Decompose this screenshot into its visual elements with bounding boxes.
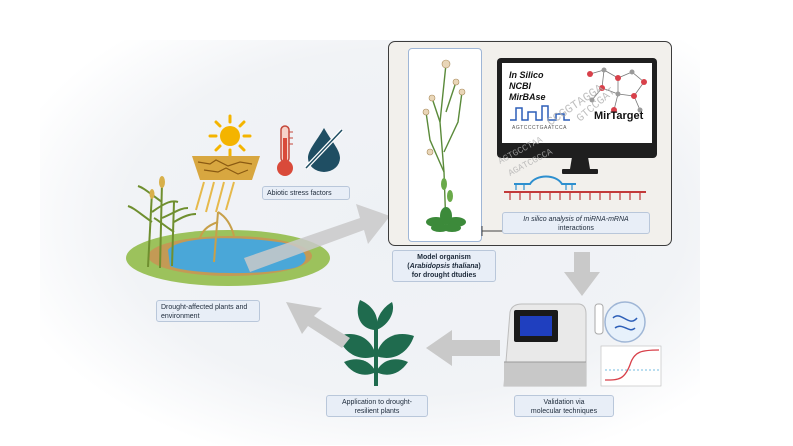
monitor-ncbi: NCBI	[509, 81, 531, 91]
cracked-soil-icon	[192, 156, 260, 213]
molecule-network-icon	[587, 67, 647, 113]
insilico-analysis-label: In silico analysis of miRNA-mRNA interac…	[502, 212, 650, 234]
insilico-label-line1: In silico analysis of miRNA-mRNA	[523, 216, 629, 223]
no-water-drop-icon	[304, 128, 344, 172]
mirna-mrna-duplex-icon	[504, 175, 646, 200]
thermometer-icon	[277, 125, 293, 176]
model-label-line3: for drought dtudies	[411, 272, 477, 279]
monitor-in-silico: In Silico	[509, 70, 544, 80]
qpcr-machine-icon	[503, 303, 587, 387]
connector-line	[481, 226, 504, 236]
arabidopsis-plant-icon	[422, 59, 466, 232]
model-organism-label: Model organism (Arabidopsis thaliana) fo…	[392, 250, 496, 282]
monitor-sequence: AGTCCCTGAATCCA	[512, 125, 567, 131]
abiotic-stress-label: Abiotic stress factors	[262, 186, 350, 200]
validation-label-line1: Validation via	[543, 399, 585, 406]
application-label: Application to drought-resilient plants	[326, 395, 428, 417]
monitor-mirtarget: MirTarget	[594, 110, 644, 122]
monitor-screen	[502, 63, 652, 143]
drought-landscape-icon	[126, 176, 330, 286]
validation-label: Validation via molecular techniques	[514, 395, 614, 417]
validation-label-line2: molecular techniques	[530, 408, 598, 415]
model-label-line1: Model organism	[417, 254, 471, 261]
sun-icon	[208, 114, 252, 158]
arrow-down-to-validation	[564, 252, 600, 296]
model-label-line2: (Arabidopsis thaliana)	[407, 263, 481, 270]
arrow-to-environment	[286, 302, 350, 348]
insilico-label-line2: interactions	[558, 225, 594, 232]
arrow-to-model	[244, 204, 390, 272]
monitor-stand	[562, 157, 598, 174]
monitor-mirbase: MirBAse	[509, 92, 546, 102]
sequence-trace-icon	[510, 105, 570, 121]
seedling-icon	[338, 300, 414, 386]
validation-extras-icon	[594, 301, 662, 387]
drought-environment-label: Drought-affected plants and environment	[156, 300, 260, 322]
arrow-left-to-application	[426, 330, 500, 366]
